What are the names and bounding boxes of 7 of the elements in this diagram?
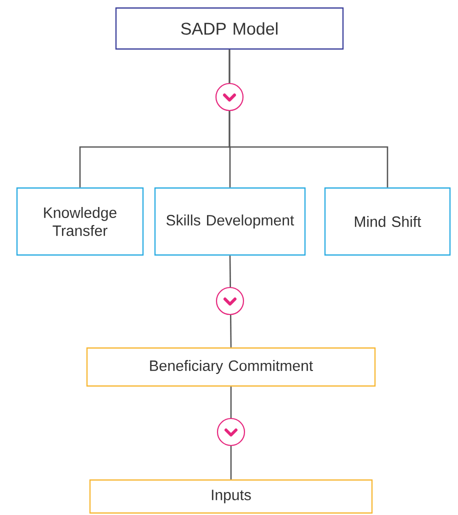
process-box: Beneficiary Commitment	[86, 347, 376, 387]
process-box: Mind Shift	[324, 187, 451, 256]
process-box: SADP Model	[115, 7, 344, 50]
process-box: Knowledge Transfer	[16, 187, 144, 256]
process-box: Inputs	[89, 479, 373, 514]
process-box: Skills Development	[154, 187, 306, 256]
connector-line	[228, 50, 388, 188]
